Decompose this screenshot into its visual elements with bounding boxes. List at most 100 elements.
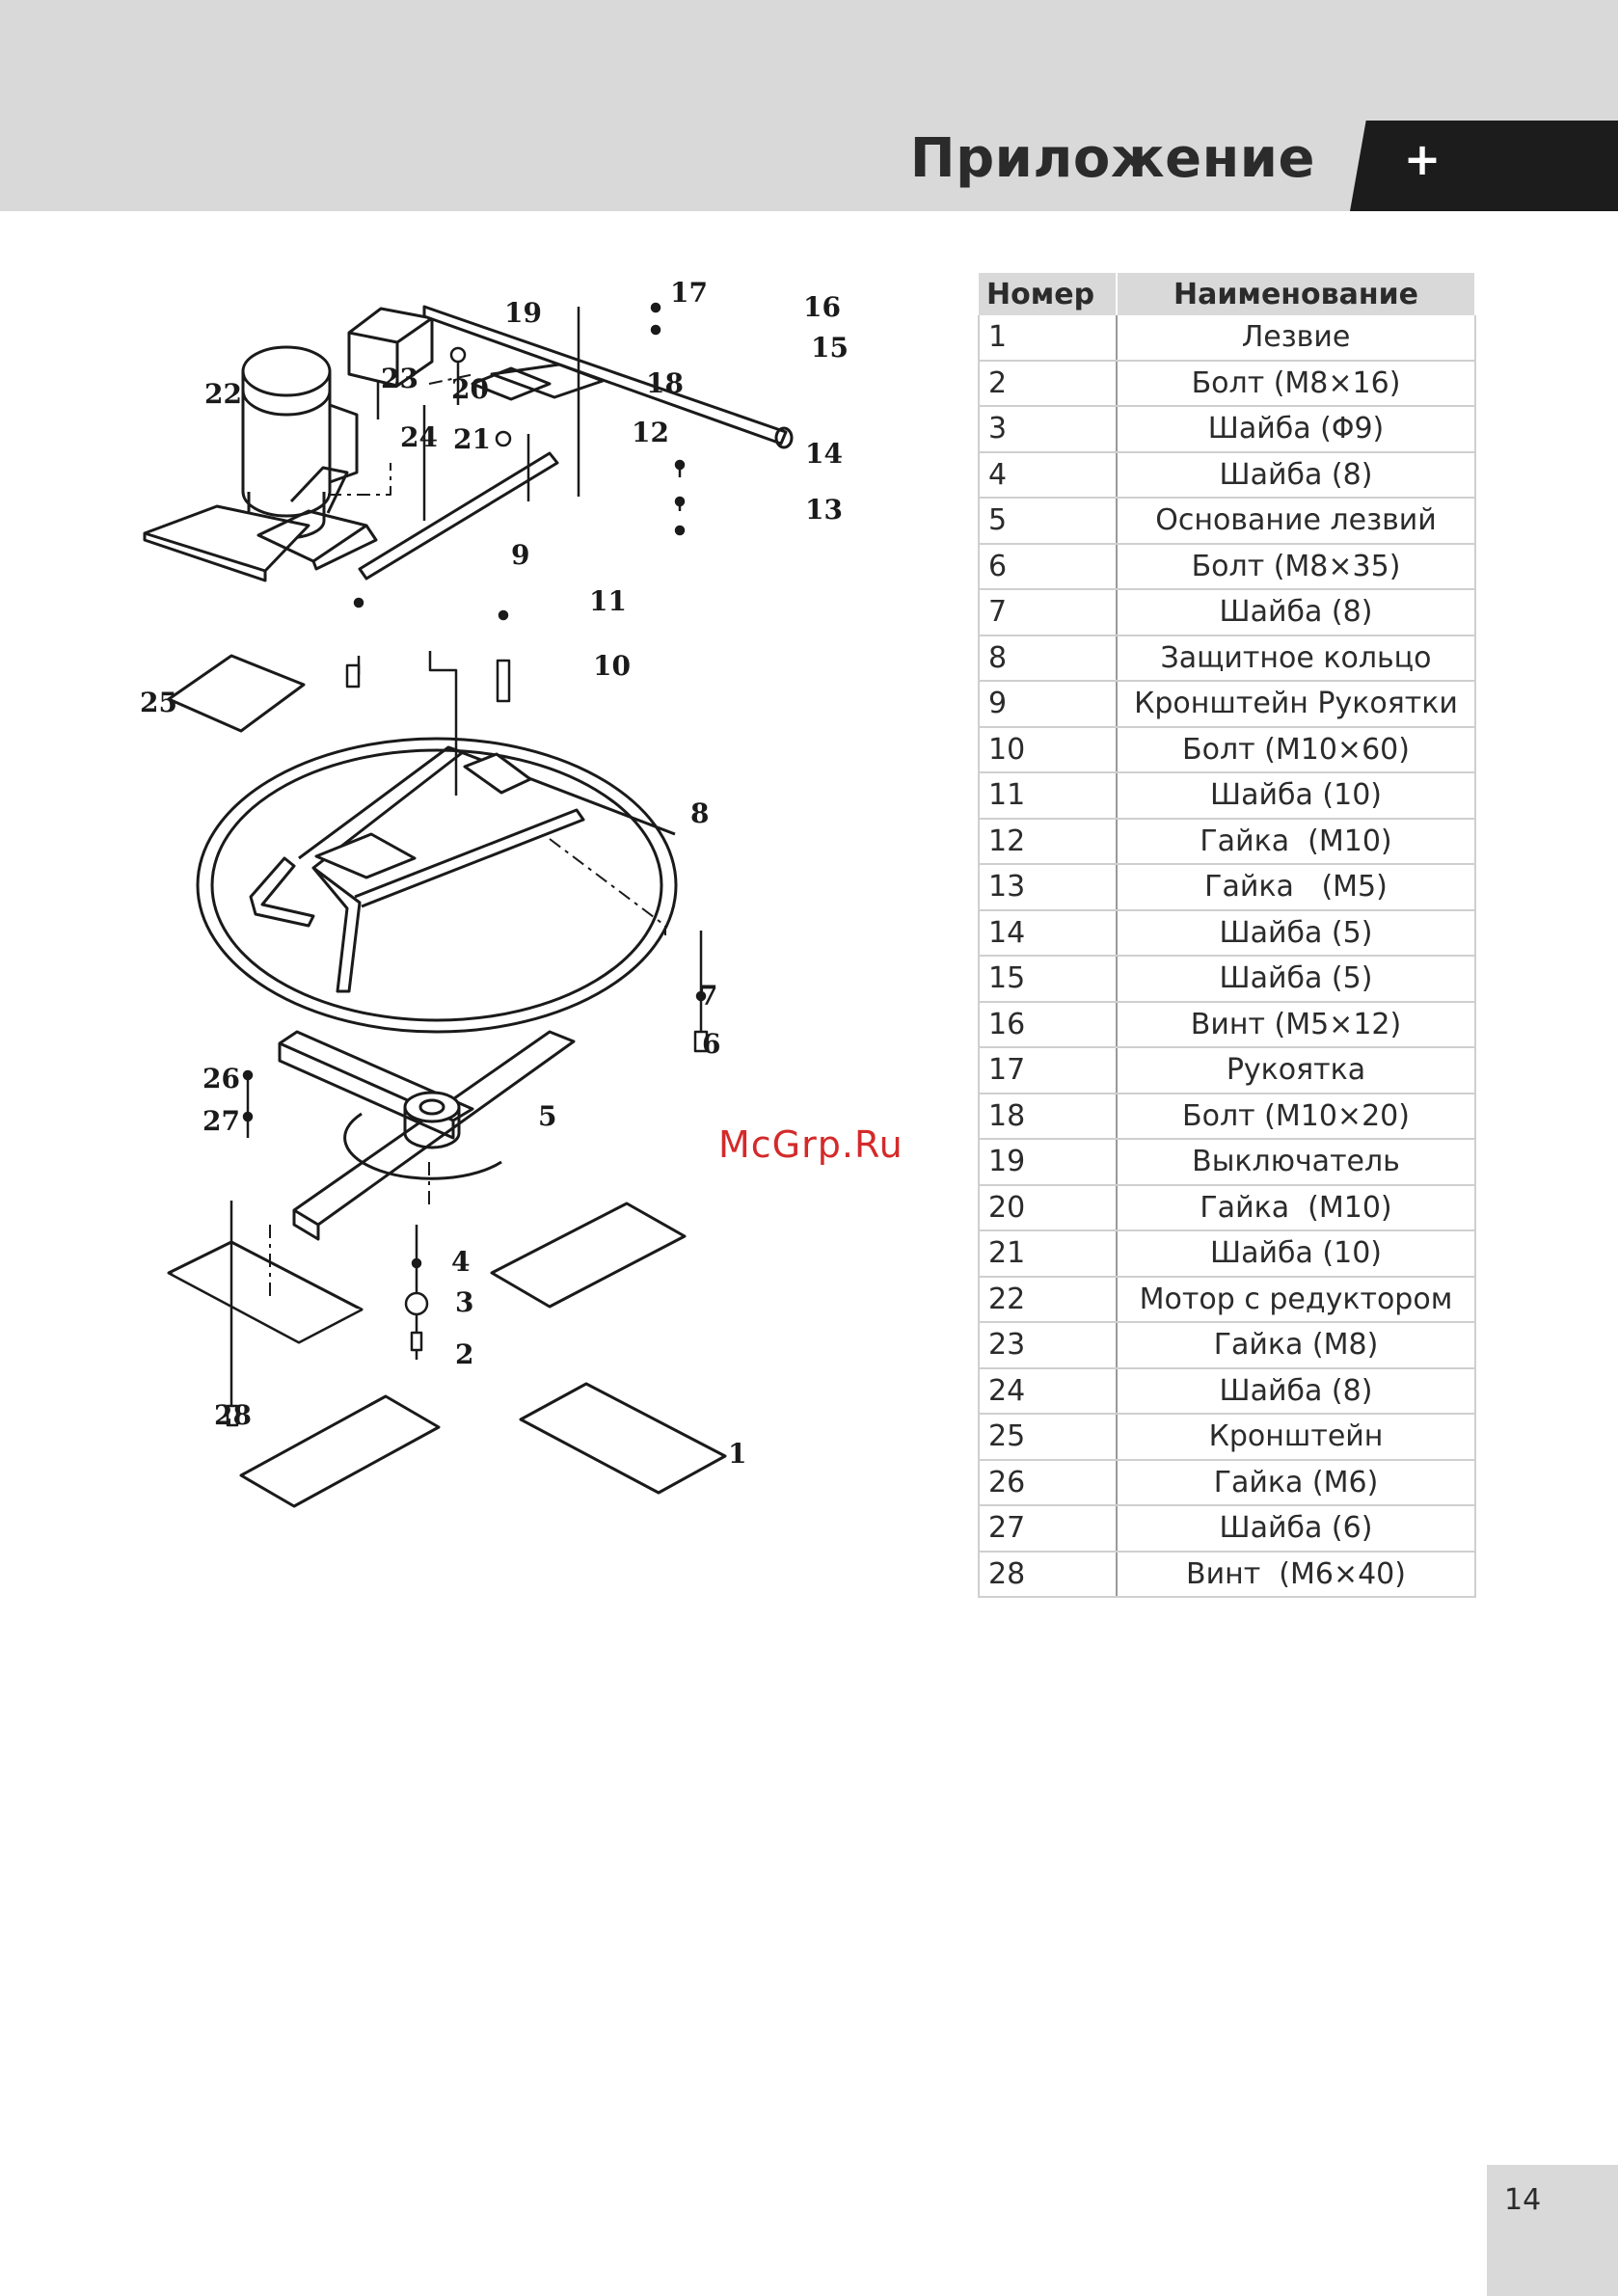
part-number-cell: 9 xyxy=(978,681,1118,728)
part-number-cell: 3 xyxy=(978,406,1118,453)
part-number-cell: 19 xyxy=(978,1139,1118,1186)
part-label-14: 14 xyxy=(805,438,843,470)
page-title: Приложение xyxy=(909,127,1315,190)
part-number-cell: 4 xyxy=(978,451,1118,499)
part-name-cell: Шайба (Φ9) xyxy=(1117,406,1476,453)
dash-lines xyxy=(269,373,666,1302)
part-name-cell: Основание лезвий xyxy=(1117,498,1476,545)
part-label-8: 8 xyxy=(690,797,709,829)
part-name-cell: Болт (М10×20) xyxy=(1117,1093,1476,1140)
part-number-cell: 5 xyxy=(978,498,1118,545)
part-number-cell: 17 xyxy=(978,1047,1118,1094)
header-tab xyxy=(1350,121,1618,211)
header-band xyxy=(0,0,1618,211)
part-label-27: 27 xyxy=(202,1105,240,1137)
part-name-cell: Защитное кольцо xyxy=(1117,635,1476,682)
part-name-cell: Шайба (10) xyxy=(1117,772,1476,820)
column-header-number: Номер xyxy=(979,273,1118,315)
part-label-13: 13 xyxy=(805,494,843,526)
part-label-7: 7 xyxy=(699,980,717,1012)
part-labels: 1 2 3 4 5 6 7 8 9 10 11 12 13 14 15 16 1… xyxy=(140,277,849,1470)
part-name-cell: Кронштейн xyxy=(1117,1414,1476,1461)
handle-bracket-drawing xyxy=(256,466,378,571)
part-name-cell: Гайка (М5) xyxy=(1117,864,1476,911)
plus-icon: + xyxy=(1403,133,1442,185)
part-number-cell: 25 xyxy=(978,1414,1118,1461)
part-number-cell: 6 xyxy=(978,543,1118,590)
part-name-cell: Выключатель xyxy=(1117,1139,1476,1186)
part-label-10: 10 xyxy=(593,650,631,682)
part-name-cell: Болт (М10×60) xyxy=(1117,726,1476,773)
part-number-cell: 23 xyxy=(978,1322,1118,1369)
part-label-11: 11 xyxy=(589,585,627,617)
part-number-cell: 2 xyxy=(978,360,1118,407)
part-name-cell: Шайба (8) xyxy=(1117,451,1476,499)
part-label-5: 5 xyxy=(538,1100,556,1132)
part-label-1: 1 xyxy=(728,1438,746,1470)
part-number-cell: 21 xyxy=(978,1230,1118,1278)
part-number-cell: 7 xyxy=(978,589,1118,636)
part-number-cell: 20 xyxy=(978,1184,1118,1231)
part-name-cell: Болт (М8×16) xyxy=(1117,360,1476,407)
motor-gearbox-drawing xyxy=(143,345,359,582)
part-name-cell: Шайба (10) xyxy=(1117,1230,1476,1278)
part-name-cell: Винт (М5×12) xyxy=(1117,1001,1476,1048)
part-label-15: 15 xyxy=(811,332,849,364)
part-name-cell: Гайка (М6) xyxy=(1117,1459,1476,1506)
part-label-18: 18 xyxy=(646,367,684,399)
part-number-cell: 14 xyxy=(978,909,1118,957)
page-number: 14 xyxy=(1504,2183,1542,2217)
part-name-cell: Гайка (М10) xyxy=(1117,818,1476,865)
part-label-16: 16 xyxy=(803,291,841,323)
part-label-20: 20 xyxy=(451,373,489,405)
part-number-cell: 11 xyxy=(978,772,1118,820)
table-header-row: Номер Наименование xyxy=(979,273,1476,315)
part-label-25: 25 xyxy=(140,687,177,718)
part-name-cell: Мотор с редуктором xyxy=(1117,1276,1476,1323)
part-name-cell: Шайба (5) xyxy=(1117,909,1476,957)
part-name-cell: Рукоятка xyxy=(1117,1047,1476,1094)
part-number-cell: 26 xyxy=(978,1459,1118,1506)
part-name-cell: Лезвие xyxy=(1117,315,1476,362)
exploded-parts-diagram: 1 2 3 4 5 6 7 8 9 10 11 12 13 14 15 16 1… xyxy=(140,277,849,1508)
part-name-cell: Гайка (М10) xyxy=(1117,1184,1476,1231)
part-number-cell: 8 xyxy=(978,635,1118,682)
part-name-cell: Шайба (8) xyxy=(1117,589,1476,636)
part-number-cell: 10 xyxy=(978,726,1118,773)
part-number-cell: 1 xyxy=(978,315,1118,362)
part-label-4: 4 xyxy=(451,1246,470,1278)
watermark: McGrp.Ru xyxy=(718,1123,903,1166)
part-label-21: 21 xyxy=(453,423,491,455)
part-number-cell: 12 xyxy=(978,818,1118,865)
part-label-9: 9 xyxy=(511,539,529,571)
part-name-cell: Шайба (6) xyxy=(1117,1505,1476,1553)
part-name-cell: Болт (М8×35) xyxy=(1117,543,1476,590)
page-number-box xyxy=(1487,2165,1618,2296)
part-label-26: 26 xyxy=(202,1063,240,1094)
bracket-plate-drawing xyxy=(167,654,306,733)
column-header-name: Наименование xyxy=(1117,273,1476,315)
